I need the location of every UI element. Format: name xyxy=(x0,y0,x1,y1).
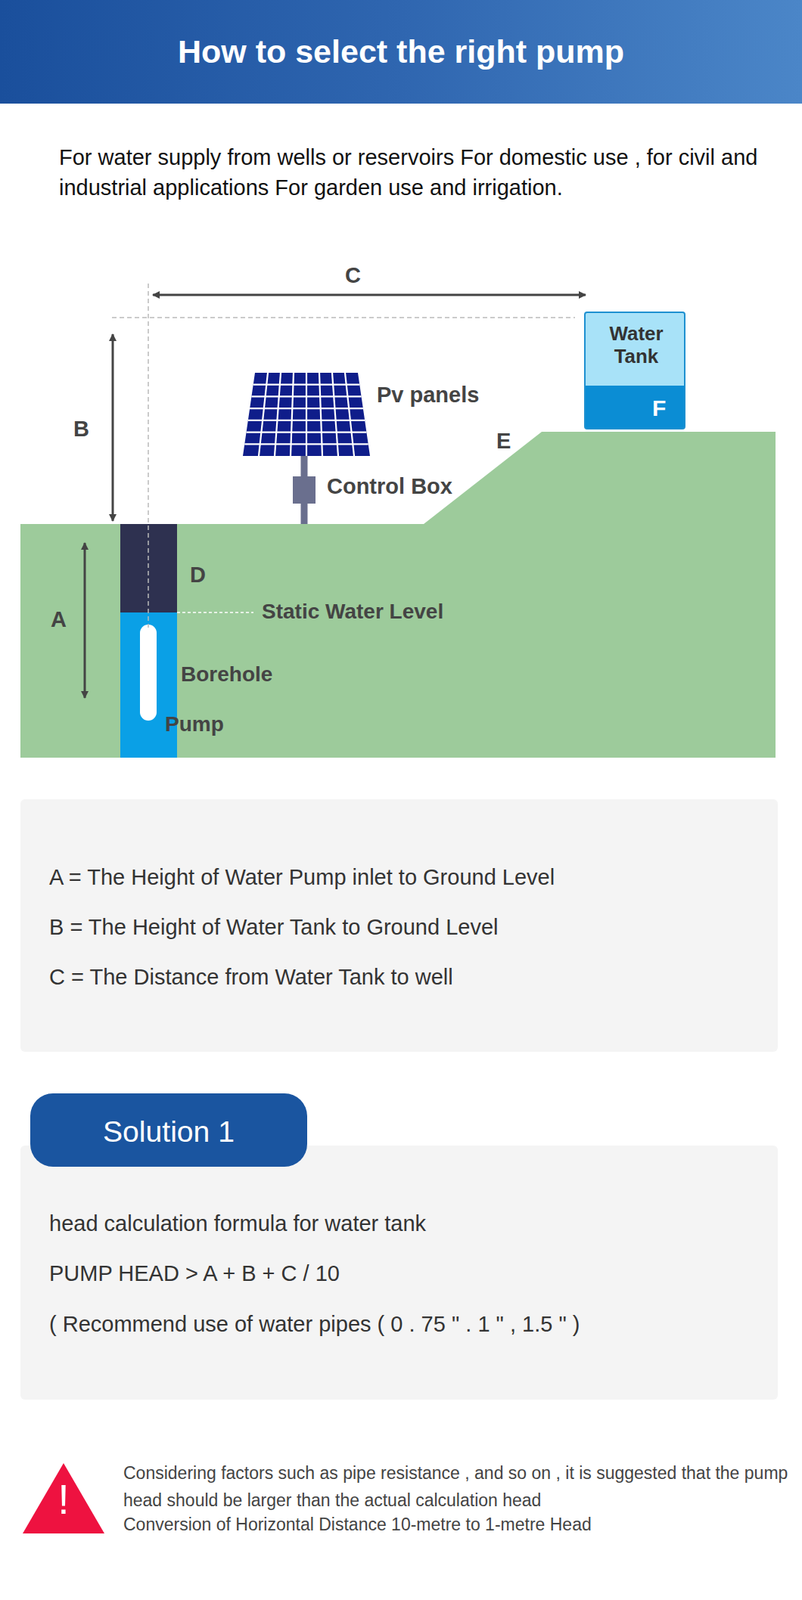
page-title: How to select the right pump xyxy=(0,0,802,104)
dimension-arrow xyxy=(83,543,87,699)
water-tank: Water TankF xyxy=(584,311,686,430)
label: B xyxy=(73,416,90,443)
guide-line xyxy=(147,283,150,628)
label: Borehole xyxy=(180,662,273,688)
grid-stroke xyxy=(253,384,361,386)
label: A xyxy=(50,606,67,634)
node-text: ( Recommend use of water pipes ( 0 . 75 … xyxy=(49,1311,580,1339)
node-text: F xyxy=(652,394,666,423)
label: Pv panels xyxy=(376,382,479,409)
node-text: Water Tank xyxy=(585,322,687,368)
definition-panel: A = The Height of Water Pump inlet to Gr… xyxy=(20,799,778,1053)
grid-stroke xyxy=(249,407,364,410)
node-text: C = The Distance from Water Tank to well xyxy=(49,964,454,992)
node-text: A = The Height of Water Pump inlet to Gr… xyxy=(49,864,555,892)
label: D xyxy=(189,562,206,589)
pv-panel xyxy=(242,373,370,457)
label: C xyxy=(345,262,361,290)
label: Static Water Level xyxy=(261,599,444,625)
grid-stroke xyxy=(251,395,361,398)
dimension-arrow xyxy=(152,294,586,297)
label: For water supply from wells or reservoir… xyxy=(59,142,786,203)
ground xyxy=(20,432,776,759)
control-box-symbol xyxy=(292,476,316,504)
formula-panel: head calculation formula for water tankP… xyxy=(20,1146,778,1401)
water-level-line xyxy=(177,612,254,614)
guide-line xyxy=(111,317,576,319)
grid-stroke xyxy=(246,431,367,433)
label: Considering factors such as pipe resista… xyxy=(123,1460,790,1515)
label: Pump xyxy=(164,711,224,738)
warning-triangle: ! xyxy=(22,1464,105,1535)
node-text: head calculation formula for water tank xyxy=(49,1211,426,1238)
borehole-water xyxy=(120,612,178,759)
grid-stroke xyxy=(244,443,368,445)
pv-grid xyxy=(244,373,368,457)
solution-pill: Solution 1 xyxy=(30,1094,308,1168)
label: Control Box xyxy=(326,473,453,501)
grid-stroke xyxy=(248,419,365,422)
node-text: B = The Height of Water Tank to Ground L… xyxy=(49,914,499,942)
dimension-arrow xyxy=(111,334,115,522)
pump-body xyxy=(139,624,157,722)
label: Conversion of Horizontal Distance 10-met… xyxy=(123,1514,592,1536)
node-text: Solution 1 xyxy=(30,1114,308,1151)
node-text: ! xyxy=(22,1473,105,1528)
triangle-fill xyxy=(22,1464,105,1535)
node-text: PUMP HEAD > A + B + C / 10 xyxy=(49,1261,340,1288)
label: E xyxy=(496,428,511,455)
